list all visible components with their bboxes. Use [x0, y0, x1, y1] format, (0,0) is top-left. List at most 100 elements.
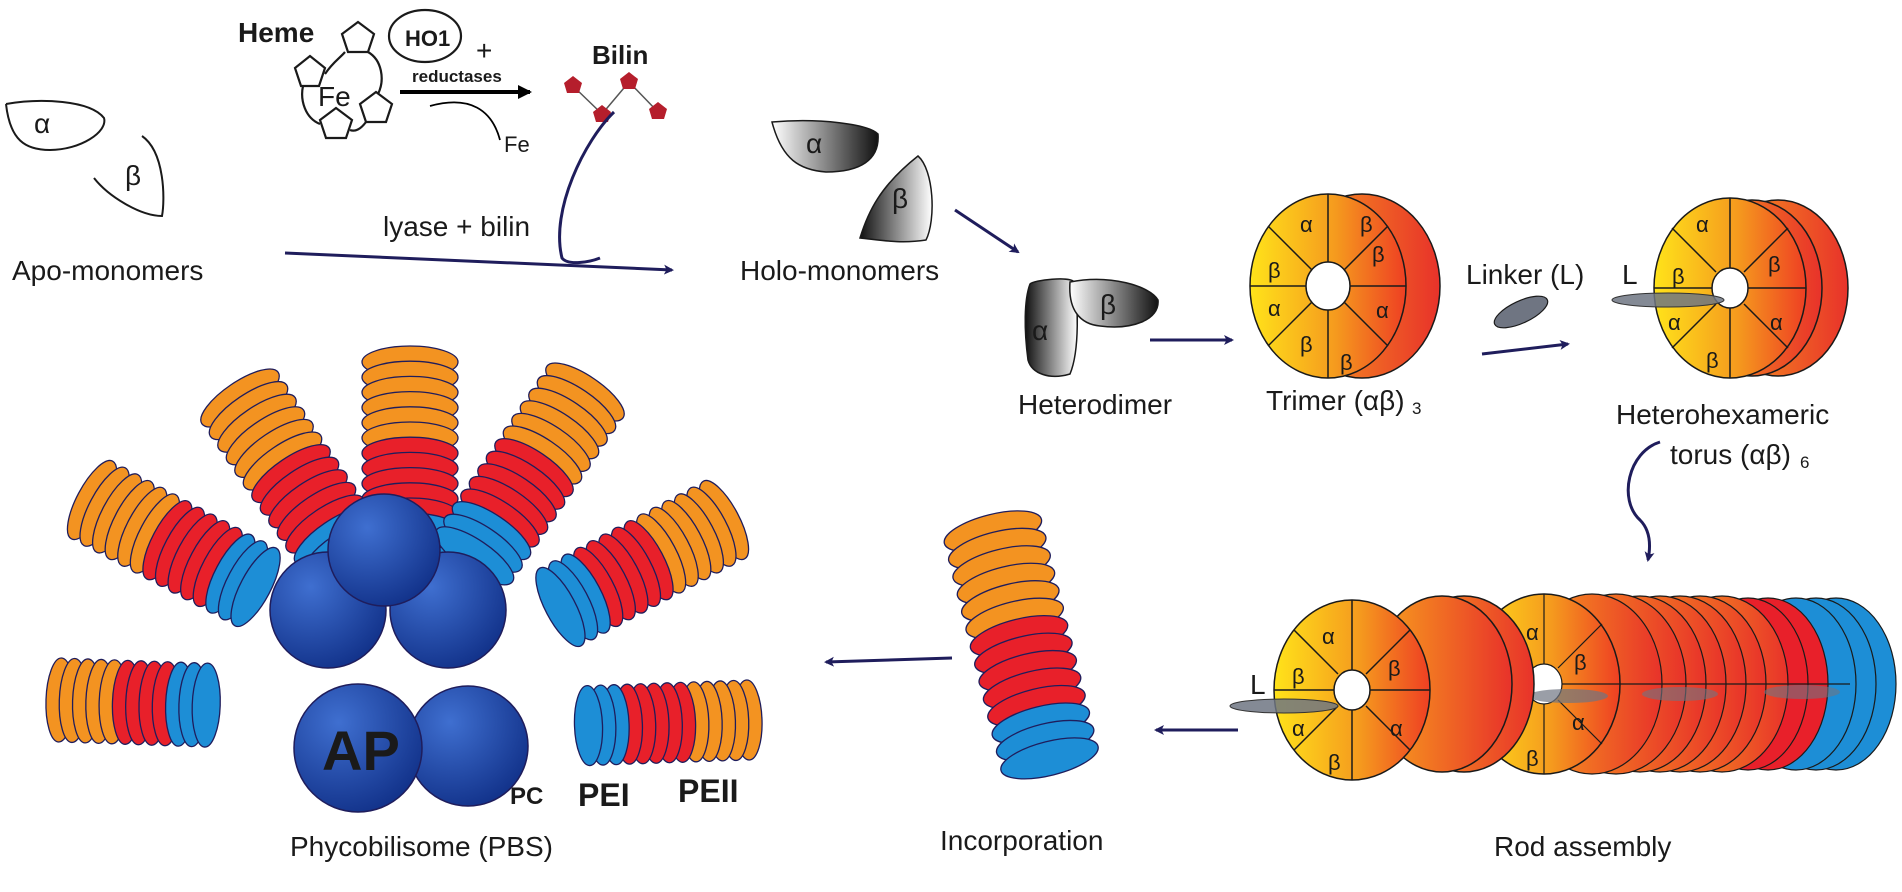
dimer-beta-label: β — [1100, 289, 1116, 320]
hexamer-to-rod-arrow — [1626, 440, 1661, 562]
rod-stack — [66, 459, 281, 628]
rod-stack — [45, 657, 221, 748]
rod-stack — [535, 479, 750, 648]
trimer-label-b2: β — [1372, 242, 1385, 267]
pyrrole-icon — [564, 76, 582, 93]
pc-disc — [573, 684, 604, 767]
heme-molecule: Heme Fe — [238, 17, 394, 140]
incorporation-to-pbs-arrow — [824, 656, 953, 667]
pbs-label: Phycobilisome (PBS) — [290, 831, 553, 862]
pc-label: PC — [510, 783, 543, 810]
torus-label: torus (αβ) — [1670, 439, 1791, 470]
phycobilisome: AP PC PEI PEII Phycobilisome (PBS) — [45, 345, 763, 862]
holo-to-heterodimer-arrow — [954, 208, 1020, 254]
dimer-alpha-shape — [1024, 278, 1078, 378]
holo-beta-label: β — [892, 183, 908, 214]
hex-l5: α — [1770, 310, 1783, 335]
bilin-label: Bilin — [592, 40, 648, 70]
apo-beta-shape — [93, 135, 165, 218]
fe-release-curve — [429, 101, 501, 141]
ho1-label: HO1 — [405, 26, 450, 51]
pyrrole-ring-icon — [318, 106, 354, 140]
ap-core-sphere — [293, 683, 423, 813]
holo-alpha-label: α — [806, 128, 822, 159]
apo-monomers: α β Apo-monomers — [5, 100, 203, 286]
pei-label: PEI — [578, 777, 630, 813]
trimer-label-a2: β — [1360, 212, 1373, 237]
hexamer-torus: L α β β α α β Heterohexameric torus (αβ)… — [1611, 197, 1849, 472]
bilin-attach-line — [558, 110, 616, 265]
holo-monomers-label: Holo-monomers — [740, 255, 939, 286]
linker-label: Linker (L) — [1466, 259, 1584, 290]
rod-stack — [573, 679, 763, 767]
rodm-l6: β — [1526, 746, 1539, 771]
trimer-subscript: 3 — [1412, 399, 1421, 418]
pyrrole-ring-icon — [358, 90, 394, 124]
hexamer-linker — [1611, 292, 1725, 308]
trimer-label-b4: β — [1340, 350, 1353, 375]
hex-l2: β — [1768, 252, 1781, 277]
apo-to-holo-arrow — [284, 251, 674, 275]
lyase-bilin-label: lyase + bilin — [383, 211, 530, 242]
hex-l4: α — [1668, 310, 1681, 335]
hex-l6: β — [1706, 348, 1719, 373]
plus-sign: + — [476, 35, 492, 66]
pc-disc — [191, 662, 221, 748]
rodf-l2: β — [1388, 656, 1401, 681]
rodm-l5: α — [1572, 710, 1585, 735]
trimer-ring: α β β β α α β β Trimer (αβ) 3 — [1249, 193, 1441, 418]
ho1-enzyme: HO1 + reductases Fe — [387, 8, 532, 157]
rod-linker-label: L — [1250, 669, 1266, 700]
trimer-name: Trimer (αβ) — [1266, 385, 1405, 416]
apo-monomers-label: Apo-monomers — [12, 255, 203, 286]
hex-l3: β — [1672, 264, 1685, 289]
pyrrole-icon — [620, 72, 638, 89]
incorporation-rod — [943, 510, 1099, 780]
pyrrole-ring-icon — [293, 54, 327, 88]
trimer-center-hole — [1305, 261, 1351, 311]
pc-disc — [230, 546, 281, 628]
apo-alpha-label: α — [34, 108, 50, 139]
apo-alpha-shape — [5, 100, 106, 152]
holo-alpha-shape — [771, 120, 879, 173]
heme-label: Heme — [238, 17, 314, 48]
reductases-label: reductases — [412, 67, 502, 86]
hexamer-linker-label: L — [1622, 259, 1638, 290]
rodm-l1: α — [1526, 620, 1539, 645]
fe-released-label: Fe — [504, 132, 530, 157]
trimer-label-a3: α — [1268, 296, 1281, 321]
hex-l1: α — [1696, 212, 1709, 237]
holo-monomers: α β Holo-monomers — [740, 120, 939, 286]
trimer-label-a1: α — [1300, 212, 1313, 237]
rodf-l5: α — [1390, 716, 1403, 741]
ap-label: AP — [322, 719, 400, 782]
linker-protein — [1493, 295, 1549, 329]
dimer-beta-shape — [1069, 278, 1159, 328]
heterodimer: α β Heterodimer — [1018, 278, 1172, 420]
rodf-l4: α — [1292, 716, 1305, 741]
peii-label: PEII — [678, 773, 738, 809]
ho1-ellipse — [387, 8, 463, 64]
rod-linker — [1229, 698, 1339, 714]
trimer-label-a4: α — [1376, 298, 1389, 323]
pc-disc — [1000, 737, 1099, 780]
holo-beta-shape — [859, 155, 933, 243]
heterohexameric-label: Heterohexameric — [1616, 399, 1829, 430]
rod-assembly-label: Rod assembly — [1494, 831, 1671, 862]
pyrrole-icon — [649, 102, 667, 119]
trimer-to-hexamer-arrow — [1481, 339, 1570, 356]
heterodimer-label: Heterodimer — [1018, 389, 1172, 420]
incorporation-label: Incorporation — [940, 825, 1103, 856]
dimer-alpha-label: α — [1032, 315, 1048, 346]
pc-disc — [535, 566, 586, 648]
rod-stack — [434, 362, 625, 586]
rodm-l2: β — [1574, 650, 1587, 675]
rodf-l3: β — [1292, 664, 1305, 689]
bilin-molecule: Bilin — [558, 40, 667, 265]
rodf-l6: β — [1328, 750, 1341, 775]
trimer-label-b1: β — [1268, 258, 1281, 283]
trimer-label-b3: β — [1300, 332, 1313, 357]
iron-label: Fe — [318, 81, 351, 112]
